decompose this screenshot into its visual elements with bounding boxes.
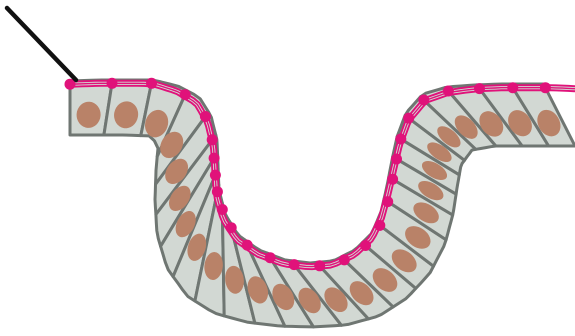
junction-node [146, 78, 157, 89]
junction-node [212, 186, 223, 197]
junction-node [242, 240, 253, 251]
junction-node [391, 154, 402, 165]
junction-node [289, 259, 300, 270]
junction-node [207, 134, 218, 145]
junction-node [403, 113, 414, 124]
junction-node [374, 220, 385, 231]
junction-node [382, 196, 393, 207]
junction-node [387, 174, 398, 185]
junction-node [180, 89, 191, 100]
junction-node [540, 82, 551, 93]
junction-node [217, 204, 228, 215]
junction-node [200, 111, 211, 122]
junction-node [443, 86, 454, 97]
epithelial-cell-layer [70, 80, 575, 327]
junction-node [339, 254, 350, 265]
junction-node [107, 78, 118, 89]
junction-node [418, 95, 429, 106]
junction-node [209, 153, 220, 164]
junction-node [226, 222, 237, 233]
junction-node [507, 82, 518, 93]
junction-node [395, 134, 406, 145]
junction-node [360, 240, 371, 251]
junction-node [314, 260, 325, 271]
junction-node [210, 170, 221, 181]
junction-node [474, 83, 485, 94]
junction-node [265, 252, 276, 263]
pointer-line [7, 8, 76, 80]
